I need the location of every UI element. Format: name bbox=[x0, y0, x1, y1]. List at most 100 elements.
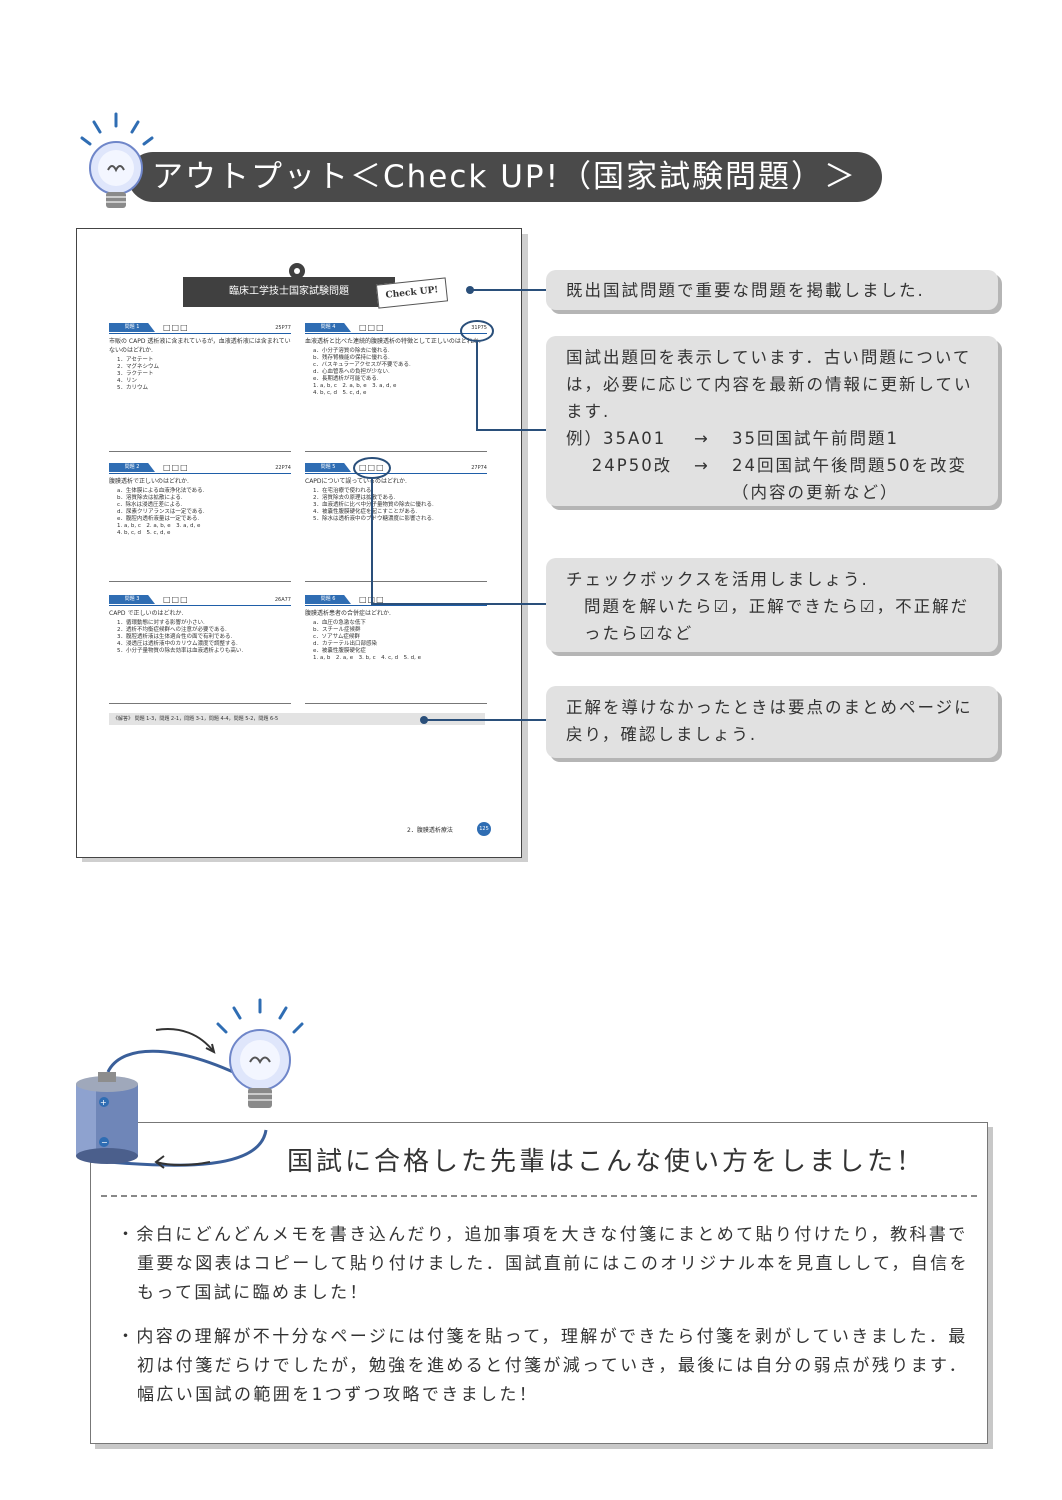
exam-code: 31P75 bbox=[471, 325, 487, 331]
question-option: d．カテーテル出口部感染 bbox=[313, 641, 377, 647]
question-option: 2．透析不均衡症候群への注意が必要である. bbox=[117, 627, 227, 633]
question-option: a．小分子溶質の除去に優れる. bbox=[313, 348, 390, 354]
arrow-icon: → bbox=[694, 429, 710, 448]
callout-checkbox: チェックボックスを活用しましょう. 問題を解いたら☑，正解できたら☑，不正解だっ… bbox=[546, 558, 998, 652]
page-number: 125 bbox=[477, 822, 491, 836]
check-boxes[interactable]: □□□ bbox=[359, 595, 385, 604]
divider bbox=[305, 451, 487, 452]
callout-text: 国試出題回を表示しています．古い問題については，必要に応じて内容を最新の情報に更… bbox=[566, 348, 973, 421]
svg-text:+: + bbox=[100, 1098, 107, 1107]
question-label: 問題 6 bbox=[305, 595, 351, 604]
section-title-bar: アウトプット＜Check UP!（国家試験問題）＞ bbox=[128, 152, 882, 202]
question-option: 3．腹腔透析液は生体適合性の面で有利である. bbox=[117, 634, 233, 640]
question-3: 問題 3 □□□ 26A77 CAPD で正しいのはどれか. 1．循環動態に対す… bbox=[109, 595, 291, 655]
example-row-2: 24P50改 → 24回国試午後問題50を改変 bbox=[566, 452, 978, 479]
battery-bulb-illustration: + − bbox=[76, 998, 304, 1169]
question-label: 問題 3 bbox=[109, 595, 155, 604]
question-option: c．除水は浸透圧差による. bbox=[117, 502, 183, 508]
example-meaning: 24回国試午後問題50を改変 bbox=[732, 456, 967, 475]
divider bbox=[109, 451, 291, 452]
tip-item: ・余白にどんどんメモを書き込んだり，追加事項を大きな付箋にまとめて貼り付けたり，… bbox=[117, 1225, 969, 1303]
answer-bar: 《解答》 問題 1-3，問題 2-1，問題 3-1，問題 4-4，問題 5-2，… bbox=[109, 713, 485, 725]
question-option: 1. a, b, c 2. a, b, e 3. a, d, e bbox=[117, 523, 201, 529]
divider bbox=[109, 581, 291, 582]
tips-box: 国試に合格した先輩はこんな使い方をしました！ ・余白にどんどんメモを書き込んだり… bbox=[90, 1122, 988, 1444]
divider bbox=[109, 703, 291, 704]
check-boxes[interactable]: □□□ bbox=[163, 595, 189, 604]
example-code: 24P50改 bbox=[566, 456, 673, 475]
check-boxes[interactable]: □□□ bbox=[359, 463, 385, 472]
callout-exam-round: 国試出題回を表示しています．古い問題については，必要に応じて内容を最新の情報に更… bbox=[546, 336, 998, 506]
question-option: e．腹腔内透析液量は一定である. bbox=[117, 516, 200, 522]
question-option: 5．カリウム bbox=[117, 385, 148, 391]
question-option: 1．在宅治療で使われる. bbox=[313, 488, 373, 494]
question-option: d．心血管系への負担が少ない. bbox=[313, 369, 390, 375]
question-option: 2．マグネシウム bbox=[117, 364, 159, 370]
question-option: 5．小分子量物質の除去効率は血液透析よりも高い. bbox=[117, 648, 244, 654]
callout-review: 正解を導けなかったときは要点のまとめページに戻り，確認しましょう. bbox=[546, 686, 998, 758]
svg-text:−: − bbox=[101, 1138, 108, 1147]
question-stem: 腹膜透析で正しいのはどれか. bbox=[109, 478, 189, 485]
exam-code: 22P74 bbox=[275, 465, 291, 471]
example-code: 例）35A01 bbox=[566, 429, 667, 448]
sample-page-title: 臨床工学技士国家試験問題 bbox=[183, 277, 395, 307]
question-5: 問題 5 □□□ 27P74 CAPDについて誤っているのはどれか. 1．在宅治… bbox=[305, 463, 487, 523]
tip-item: ・内容の理解が不十分なページには付箋を貼って，理解ができたら付箋を剥がしていきま… bbox=[117, 1327, 969, 1405]
question-2: 問題 2 □□□ 22P74 腹膜透析で正しいのはどれか. a．生体膜による血液… bbox=[109, 463, 291, 537]
question-option: e．被嚢性腹膜硬化症 bbox=[313, 648, 366, 654]
callout-important-questions: 既出国試問題で重要な問題を掲載しました. bbox=[546, 270, 998, 310]
callout-text: 正解を導けなかったときは要点のまとめページに戻り，確認しましょう. bbox=[566, 698, 973, 744]
battery-icon: + − bbox=[76, 1072, 138, 1164]
question-option: 4. b, c, d 5. c, d, e bbox=[313, 390, 367, 396]
check-boxes[interactable]: □□□ bbox=[163, 323, 189, 332]
check-boxes[interactable]: □□□ bbox=[359, 323, 385, 332]
question-option: 4. b, c, d 5. c, d, e bbox=[117, 530, 171, 536]
question-option: c．バスキュラーアクセスが不要である. bbox=[313, 362, 411, 368]
question-stem: CAPDについて誤っているのはどれか. bbox=[305, 478, 407, 485]
question-option: 4．リン bbox=[117, 378, 137, 384]
exam-code: 26A77 bbox=[274, 597, 291, 603]
ring-hole-icon bbox=[289, 263, 305, 279]
question-option: 3．ラクテート bbox=[117, 371, 154, 377]
question-4: 問題 4 □□□ 31P75 血液透析と比べた連続的腹膜透析の特徴として正しいの… bbox=[305, 323, 487, 397]
question-stem: CAPD で正しいのはどれか. bbox=[109, 610, 184, 617]
arrow-icon: → bbox=[694, 456, 710, 475]
question-option: 3．血液透析に比べ中分子量物質の除去に優れる. bbox=[313, 502, 434, 508]
question-label: 問題 2 bbox=[109, 463, 155, 472]
question-label: 問題 1 bbox=[109, 323, 155, 332]
question-stem: 血液透析と比べた連続的腹膜透析の特徴として正しいのはどれか. bbox=[305, 338, 481, 345]
question-option: 1．アセテート bbox=[117, 357, 154, 363]
callout-text: 既出国試問題で重要な問題を掲載しました. bbox=[566, 281, 925, 300]
example-row-1: 例）35A01 → 35回国試午前問題1 bbox=[566, 425, 978, 452]
exam-code: 27P74 bbox=[471, 465, 487, 471]
question-label: 問題 4 bbox=[305, 323, 351, 332]
question-1: 問題 1 □□□ 25P77 市販の CAPD 透析液に含まれているが，血液透析… bbox=[109, 323, 291, 392]
question-6: 問題 6 □□□ 腹膜透析患者の合併症はどれか. a．血圧の急激な低下 b．スチ… bbox=[305, 595, 487, 662]
question-option: 1. a, b, c 2. a, b, e 3. a, d, e bbox=[313, 383, 397, 389]
exam-code: 25P77 bbox=[275, 325, 291, 331]
question-option: 1．循環動態に対する影響が小さい. bbox=[117, 620, 205, 626]
question-option: e．長期透析が可能である. bbox=[313, 376, 379, 382]
dashed-divider bbox=[101, 1195, 977, 1197]
question-option: 5．除水は透析液中のブドウ糖濃度に影響される. bbox=[313, 516, 434, 522]
example-meaning: 35回国試午前問題1 bbox=[732, 429, 899, 448]
question-option: c．ソアサム症候群 bbox=[313, 634, 360, 640]
example-note: （内容の更新など） bbox=[732, 483, 899, 502]
page-footer: 2．腹膜透析療法 bbox=[407, 827, 453, 834]
question-stem: 腹膜透析患者の合併症はどれか. bbox=[305, 610, 391, 617]
callout-text: チェックボックスを活用しましょう. bbox=[566, 570, 869, 589]
question-label: 問題 5 bbox=[305, 463, 351, 472]
question-option: b．溶質除去は拡散による. bbox=[117, 495, 183, 501]
tips-title: 国試に合格した先輩はこんな使い方をしました！ bbox=[287, 1147, 926, 1177]
question-option: 1. a, b 2. a, e 3. b, c 4. c, d 5. d, e bbox=[313, 655, 421, 661]
section-title: アウトプット＜Check UP!（国家試験問題）＞ bbox=[152, 159, 858, 195]
sample-page: 臨床工学技士国家試験問題 Check UP! 問題 1 □□□ 25P77 市販… bbox=[76, 228, 522, 858]
check-boxes[interactable]: □□□ bbox=[163, 463, 189, 472]
question-option: 2．溶質除去の原理は拡散である. bbox=[313, 495, 396, 501]
light-bulb-icon bbox=[216, 998, 304, 1108]
question-option: b．スチール症候群 bbox=[313, 627, 361, 633]
light-bulb-icon bbox=[80, 112, 154, 208]
question-option: a．生体膜による血液浄化法である. bbox=[117, 488, 205, 494]
question-option: b．残存腎機能の保持に優れる. bbox=[313, 355, 390, 361]
question-option: d．尿素クリアランスは一定である. bbox=[117, 509, 205, 515]
